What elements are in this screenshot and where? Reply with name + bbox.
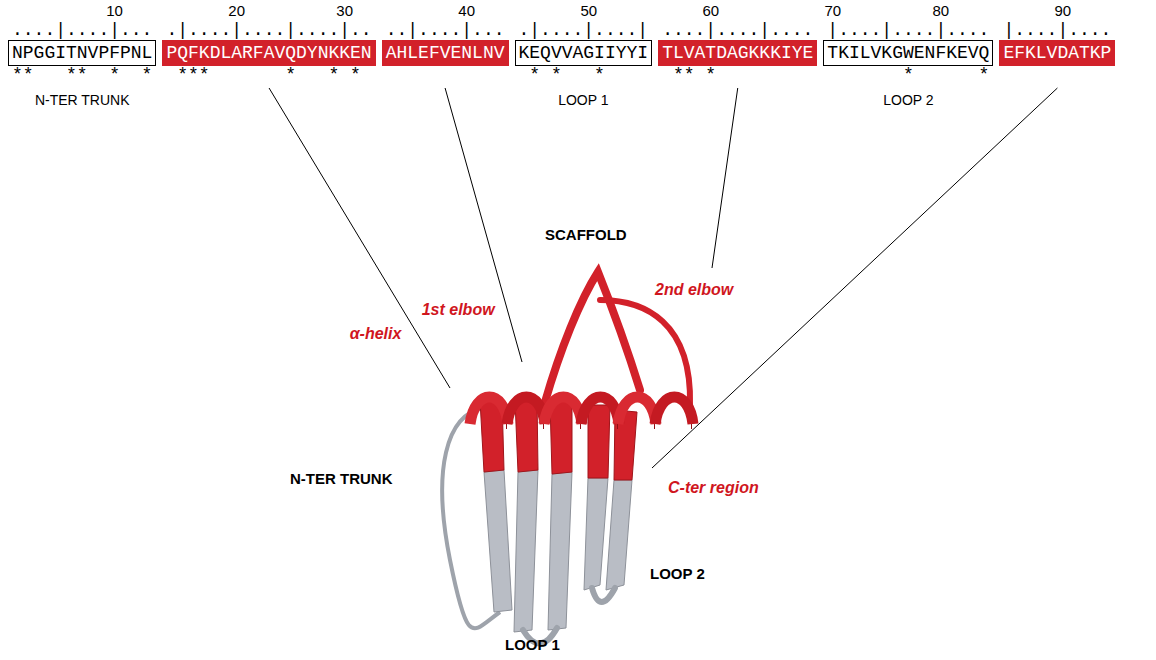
ruler-row: |....|....|.... bbox=[827, 21, 989, 39]
region-name: LOOP 1 bbox=[558, 92, 608, 108]
ruler-row: ....|....|.... bbox=[662, 21, 813, 39]
part-name: 2nd elbow bbox=[655, 280, 733, 299]
part-name: 1st elbow bbox=[422, 300, 495, 319]
residue-number: 40 bbox=[458, 2, 475, 19]
ruler-row: .|....|....| bbox=[519, 21, 649, 39]
residue-number: 50 bbox=[580, 2, 597, 19]
residue-number: 80 bbox=[932, 2, 949, 19]
ruler-row: ....|....|... bbox=[12, 21, 152, 39]
region-name: LOOP 2 bbox=[883, 92, 933, 108]
ruler-row: ..|....|... bbox=[386, 21, 505, 39]
sequence-box: KEQVVAGIIYYI bbox=[515, 40, 653, 66]
part-name: C-ter region bbox=[668, 478, 759, 497]
residue-number: 20 bbox=[228, 2, 245, 19]
loops bbox=[523, 588, 615, 644]
leader-line bbox=[269, 88, 450, 388]
sequence-box: PQFKDLARFAVQDYNKKEN bbox=[162, 40, 375, 66]
conservation-marks: * * * bbox=[519, 66, 605, 84]
part-name: LOOP 2 bbox=[650, 565, 705, 583]
leader-line bbox=[445, 88, 522, 362]
alpha-helix bbox=[470, 397, 693, 424]
part-name: α-helix bbox=[350, 324, 402, 343]
sequence-box: TKILVKGWENFKEVQ bbox=[823, 40, 993, 66]
sequence-box: TLVATDAGKKKIYE bbox=[658, 40, 817, 66]
sequence-text: TLVATDAGKKKIYE bbox=[662, 43, 813, 63]
residue-number: 60 bbox=[702, 2, 719, 19]
region-name: N-TER TRUNK bbox=[35, 92, 130, 108]
conservation-marks: * * bbox=[827, 66, 989, 84]
ruler-row: |....|.... bbox=[1003, 21, 1111, 39]
sequence-box: EFKLVDATKP bbox=[999, 40, 1115, 66]
conservation-marks: ** * bbox=[662, 66, 716, 84]
conservation-marks: ** ** * * bbox=[12, 66, 152, 84]
conservation-marks: *** * * * bbox=[166, 66, 360, 84]
residue-number: 10 bbox=[106, 2, 123, 19]
ruler-row: .|....|....|....|.. bbox=[166, 21, 371, 39]
leader-line bbox=[712, 88, 738, 268]
beta-strands bbox=[480, 398, 637, 632]
residue-number: 90 bbox=[1054, 2, 1071, 19]
sequence-text: PQFKDLARFAVQDYNKKEN bbox=[166, 43, 371, 63]
helix-turn bbox=[655, 397, 693, 424]
sequence-text: TKILVKGWENFKEVQ bbox=[827, 43, 989, 63]
leader-line bbox=[652, 88, 1057, 468]
part-name: SCAFFOLD bbox=[545, 226, 627, 244]
sequence-text: AHLEFVENLNV bbox=[386, 43, 505, 63]
part-name: N-TER TRUNK bbox=[290, 470, 393, 488]
sequence-text: NPGGITNVPFPNL bbox=[12, 43, 152, 63]
sequence-box: NPGGITNVPFPNL bbox=[8, 40, 156, 66]
sequence-text: EFKLVDATKP bbox=[1003, 43, 1111, 63]
part-name: LOOP 1 bbox=[505, 636, 560, 654]
sequence-text: KEQVVAGIIYYI bbox=[519, 43, 649, 63]
sequence-box: AHLEFVENLNV bbox=[382, 40, 509, 66]
residue-number: 70 bbox=[824, 2, 841, 19]
residue-number: 30 bbox=[336, 2, 353, 19]
